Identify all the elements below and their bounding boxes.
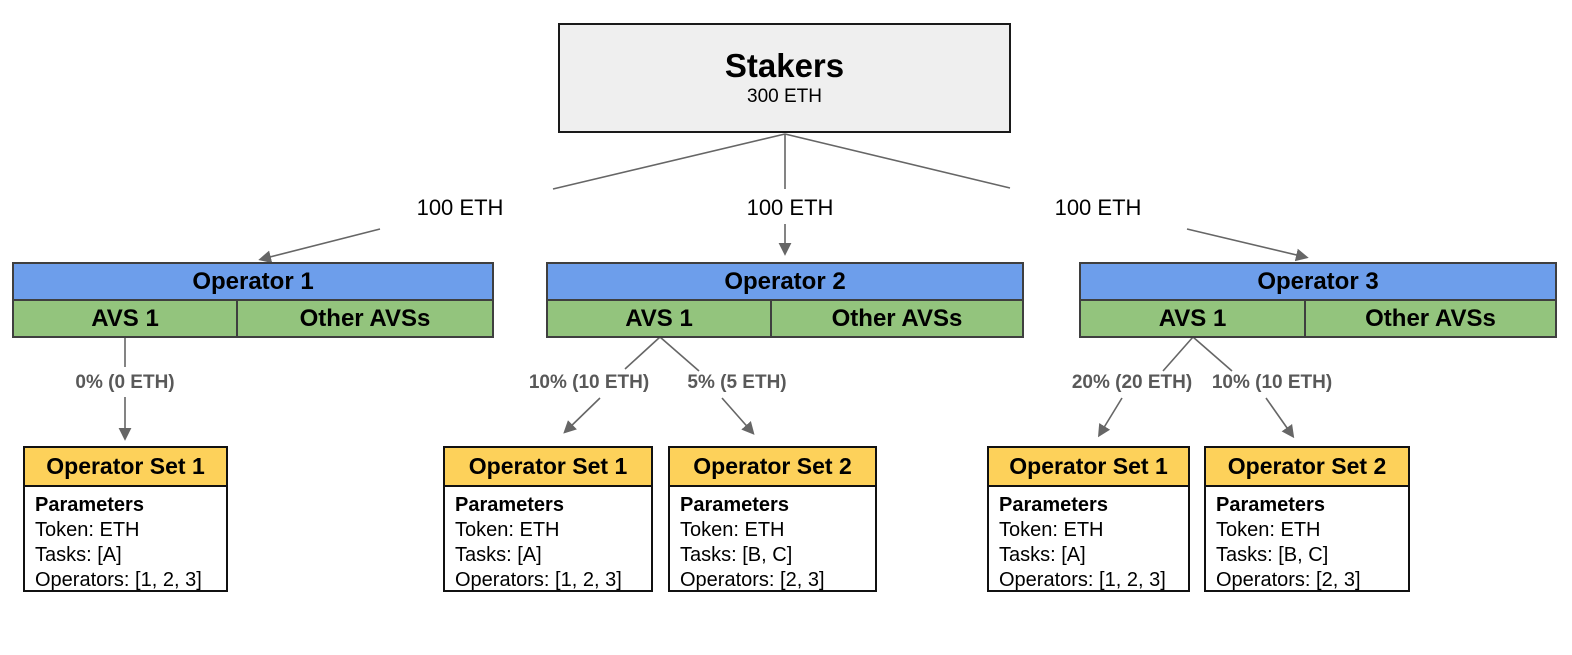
params-heading: Parameters: [35, 494, 144, 516]
param-token: Token: ETH: [455, 519, 560, 541]
allocation-label-op1-set1: 0% (0 ETH): [75, 372, 175, 393]
operator-set-body: Parameters Token: ETH Tasks: [B, C] Oper…: [1206, 487, 1408, 593]
param-tasks: Tasks: [A]: [455, 544, 542, 566]
params-heading: Parameters: [455, 494, 564, 516]
branch-op2-left: [624, 336, 661, 370]
branch-op2-right: [659, 336, 700, 372]
operator-3-avs1-cell: AVS 1: [1081, 301, 1306, 336]
arrow-stakers-operator-1: [258, 228, 381, 263]
operator-2-table: Operator 2 AVS 1 Other AVSs: [546, 262, 1024, 338]
operator-set-header: Operator Set 2: [670, 448, 875, 487]
params-heading: Parameters: [999, 494, 1108, 516]
operator-set-header: Operator Set 1: [989, 448, 1188, 487]
param-tasks: Tasks: [B, C]: [1216, 544, 1329, 566]
operator-1-header: Operator 1: [14, 264, 492, 301]
param-operators: Operators: [2, 3]: [680, 569, 825, 591]
arrow-op2-set1: [563, 397, 601, 434]
arrow-op3-set1: [1097, 397, 1123, 438]
operator-set-body: Parameters Token: ETH Tasks: [A] Operato…: [445, 487, 651, 593]
operator-set-header: Operator Set 2: [1206, 448, 1408, 487]
param-token: Token: ETH: [999, 519, 1104, 541]
operator-3-avs-row: AVS 1 Other AVSs: [1081, 301, 1555, 336]
param-tasks: Tasks: [A]: [35, 544, 122, 566]
param-token: Token: ETH: [1216, 519, 1321, 541]
operator-1-avs-row: AVS 1 Other AVSs: [14, 301, 492, 336]
op3-operator-set-2-box: Operator Set 2 Parameters Token: ETH Tas…: [1204, 446, 1410, 592]
operator-1-table: Operator 1 AVS 1 Other AVSs: [12, 262, 494, 338]
stake-label-operator-1: 100 ETH: [416, 195, 504, 220]
branch-op3-left: [1162, 336, 1194, 372]
stakers-title: Stakers: [724, 47, 845, 84]
params-heading: Parameters: [680, 494, 789, 516]
operator-set-body: Parameters Token: ETH Tasks: [A] Operato…: [25, 487, 226, 593]
param-tasks: Tasks: [B, C]: [680, 544, 793, 566]
operator-1-avs1-cell: AVS 1: [14, 301, 238, 336]
op2-operator-set-2-box: Operator Set 2 Parameters Token: ETH Tas…: [668, 446, 877, 592]
operator-3-header: Operator 3: [1081, 264, 1555, 301]
operator-2-avs1-cell: AVS 1: [548, 301, 772, 336]
param-operators: Operators: [1, 2, 3]: [999, 569, 1166, 591]
operator-set-header: Operator Set 1: [25, 448, 226, 487]
operator-set-body: Parameters Token: ETH Tasks: [B, C] Oper…: [670, 487, 875, 593]
stake-label-operator-2: 100 ETH: [746, 195, 834, 220]
op1-operator-set-1-box: Operator Set 1 Parameters Token: ETH Tas…: [23, 446, 228, 592]
arrow-op2-set2: [721, 397, 755, 435]
operator-2-other-avs-cell: Other AVSs: [772, 301, 1022, 336]
stakers-box: Stakers 300 ETH: [558, 23, 1011, 133]
operator-3-other-avs-cell: Other AVSs: [1306, 301, 1555, 336]
param-tasks: Tasks: [A]: [999, 544, 1086, 566]
param-operators: Operators: [1, 2, 3]: [455, 569, 622, 591]
operator-2-avs-row: AVS 1 Other AVSs: [548, 301, 1022, 336]
param-operators: Operators: [1, 2, 3]: [35, 569, 202, 591]
allocation-label-op2-set2: 5% (5 ETH): [687, 372, 787, 393]
branch-op3-right: [1192, 336, 1233, 372]
param-token: Token: ETH: [35, 519, 140, 541]
arrow-op3-set2: [1265, 397, 1295, 439]
allocation-label-op2-set1: 10% (10 ETH): [528, 372, 650, 393]
allocation-label-op3-set1: 20% (20 ETH): [1071, 372, 1193, 393]
operator-set-header: Operator Set 1: [445, 448, 651, 487]
op2-operator-set-1-box: Operator Set 1 Parameters Token: ETH Tas…: [443, 446, 653, 592]
fan-line-right: [784, 133, 1011, 189]
stakers-amount: 300 ETH: [747, 86, 822, 107]
operator-2-header: Operator 2: [548, 264, 1022, 301]
stake-label-operator-3: 100 ETH: [1054, 195, 1142, 220]
operator-1-other-avs-cell: Other AVSs: [238, 301, 492, 336]
arrow-stakers-operator-3: [1186, 228, 1309, 262]
fan-line-left: [552, 133, 786, 190]
allocation-label-op3-set2: 10% (10 ETH): [1211, 372, 1333, 393]
op3-operator-set-1-box: Operator Set 1 Parameters Token: ETH Tas…: [987, 446, 1190, 592]
operator-set-body: Parameters Token: ETH Tasks: [A] Operato…: [989, 487, 1188, 593]
params-heading: Parameters: [1216, 494, 1325, 516]
operator-3-table: Operator 3 AVS 1 Other AVSs: [1079, 262, 1557, 338]
param-operators: Operators: [2, 3]: [1216, 569, 1361, 591]
param-token: Token: ETH: [680, 519, 785, 541]
